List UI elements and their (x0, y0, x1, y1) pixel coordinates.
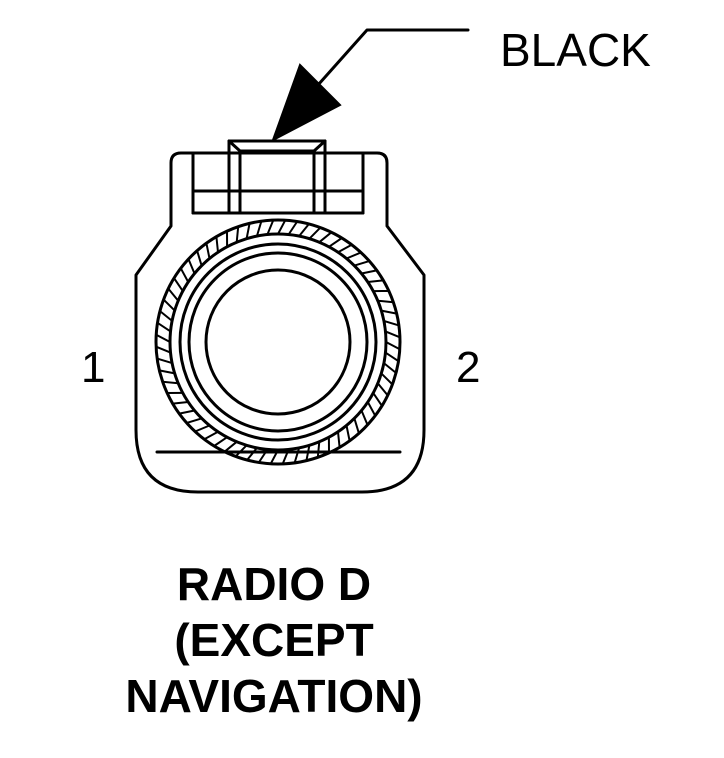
knurl-tick (234, 444, 248, 458)
knurl-tick (196, 249, 203, 267)
knurl-tick (382, 362, 397, 374)
knurl-tick (366, 401, 377, 417)
knurl-tick (161, 380, 180, 385)
knurl-tick (277, 219, 287, 235)
cavity-ring-2 (187, 251, 369, 433)
knurl-tick (385, 341, 401, 351)
knurl-tick (203, 430, 219, 441)
knurl-tick (372, 391, 383, 407)
lock-tab-bevel-left (227, 139, 242, 153)
knurl-tick (384, 330, 401, 339)
knurl-tick (305, 444, 311, 462)
knurl-tick (171, 401, 190, 405)
knurled-ring-inner (168, 232, 388, 452)
knurl-tick (353, 260, 371, 267)
knurl-tick (376, 299, 395, 304)
knurl-tick (360, 409, 369, 426)
knurl-tick (167, 287, 180, 302)
knurl-tick (269, 449, 279, 465)
knurl-tick (245, 222, 251, 240)
knurl-tick (318, 231, 333, 244)
knurl-tick (162, 298, 176, 312)
knurl-tick (205, 242, 211, 260)
knurl-tick (235, 225, 240, 244)
knurl-tick (337, 430, 341, 449)
caption-line-1: RADIO D (176, 558, 372, 610)
knurled-ring-outer (154, 218, 402, 466)
knurl-tick (382, 319, 400, 327)
pin-2-label: 2 (456, 343, 481, 392)
knurl-tick (257, 448, 269, 464)
knurl-tick (194, 424, 211, 433)
knurl-tick (156, 357, 174, 365)
knurl-tick (155, 333, 171, 343)
knurl-tick (155, 345, 172, 354)
knurl-tick (266, 219, 275, 236)
knurl-tick (376, 382, 389, 397)
knurl-tick (316, 440, 321, 459)
knurl-tick (173, 277, 184, 293)
knurl-tick (159, 310, 174, 322)
knurl-tick (156, 321, 172, 333)
terminal-face (204, 268, 352, 416)
knurl-tick (293, 446, 301, 464)
knurl-ticks (155, 219, 401, 465)
knurl-tick (287, 220, 299, 236)
caption-line-2: (EXCEPT (174, 614, 374, 666)
knurl-tick (246, 446, 258, 461)
connector-housing (134, 151, 426, 494)
knurl-tick (384, 351, 400, 363)
knurl-tick (223, 440, 238, 453)
pin-1-label: 1 (81, 343, 106, 392)
knurl-tick (215, 235, 219, 254)
knurl-tick (308, 226, 322, 240)
knurl-tick (185, 417, 203, 424)
knurl-tick (158, 369, 176, 375)
knurl-tick (281, 448, 290, 465)
lock-tab-bevel-right (312, 139, 327, 153)
diagram-caption: RADIO D (EXCEPT NAVIGATION) (0, 556, 548, 724)
knurl-tick (345, 251, 362, 260)
knurl-tick (380, 309, 398, 315)
knurl-tick (380, 372, 394, 386)
knurl-tick (298, 223, 310, 238)
knurl-tick (179, 267, 190, 283)
knurl-tick (366, 279, 385, 283)
knurl-tick (345, 424, 351, 442)
knurl-tick (337, 243, 353, 254)
cavity-ring (178, 242, 378, 442)
knurl-tick (178, 409, 196, 415)
callout-leader (316, 28, 470, 87)
callout-label: BLACK (500, 24, 651, 76)
knurl-tick (255, 220, 263, 238)
knurl-tick (327, 237, 343, 248)
knurl-tick (187, 258, 196, 275)
knurl-tick (213, 436, 229, 447)
callout-arrowhead (271, 63, 342, 143)
knurl-tick (353, 417, 360, 435)
knurl-tick (360, 269, 378, 275)
caption-line-3: NAVIGATION) (125, 670, 423, 722)
lock-tab-inner (238, 149, 316, 215)
